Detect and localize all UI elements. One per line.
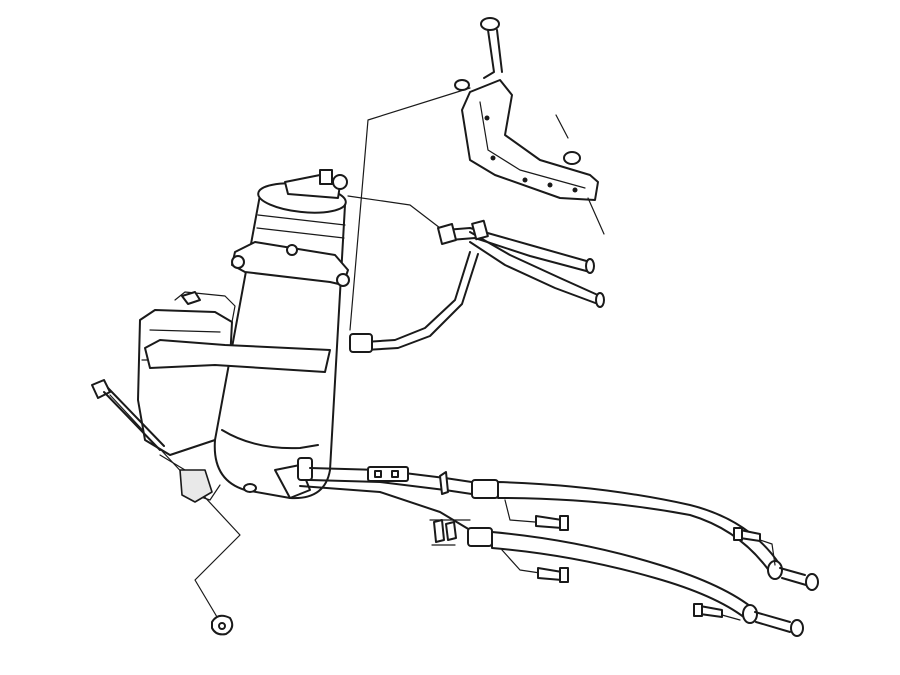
mounting-bracket: [454, 17, 605, 235]
filter-canister: [144, 169, 350, 500]
bolts-and-fasteners: [91, 379, 776, 636]
upper-fluid-lines: [349, 219, 605, 353]
lower-hose-lines: [299, 466, 819, 637]
